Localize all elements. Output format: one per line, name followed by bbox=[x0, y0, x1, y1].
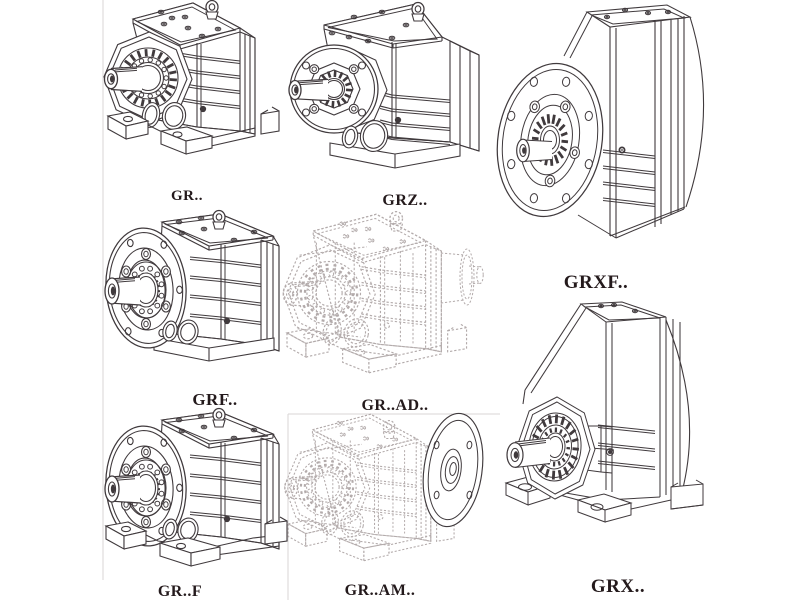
svg-text:GR..: GR.. bbox=[171, 188, 203, 204]
svg-text:GRX..: GRX.. bbox=[591, 576, 645, 597]
svg-text:GRXF..: GRXF.. bbox=[564, 272, 629, 293]
svg-text:GRF..: GRF.. bbox=[192, 390, 237, 409]
svg-text:GR..F: GR..F bbox=[158, 583, 202, 600]
svg-text:GR..AM..: GR..AM.. bbox=[345, 582, 416, 599]
svg-text:GRZ..: GRZ.. bbox=[382, 192, 427, 209]
svg-text:GR..AD..: GR..AD.. bbox=[361, 397, 428, 414]
